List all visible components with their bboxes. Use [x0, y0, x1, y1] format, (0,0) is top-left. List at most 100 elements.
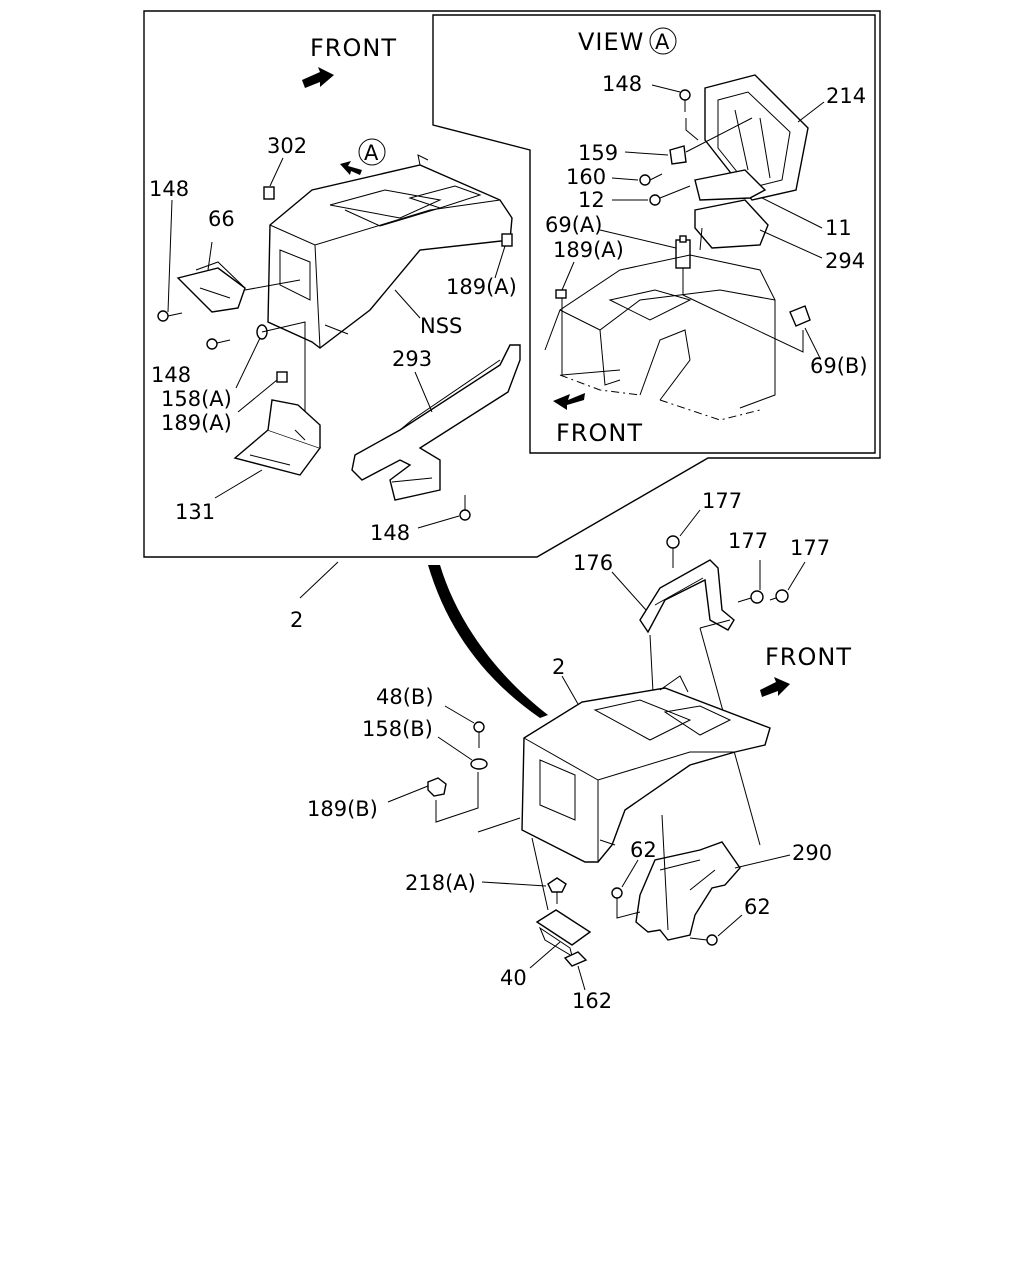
- leader-148-left: [167, 199, 173, 313]
- leader-131: [214, 469, 263, 499]
- callout-11: 11: [825, 216, 852, 240]
- leader-48b: [444, 705, 475, 724]
- leader-69a-to-69b: [682, 268, 804, 353]
- part-294-bracket: [694, 199, 769, 249]
- detail-connection-arrow: [428, 565, 548, 718]
- part-189a-clip-right: [501, 233, 513, 247]
- leader-160: [611, 177, 639, 181]
- view-marker-circle: [649, 27, 677, 55]
- callout-189b: 189(B): [307, 797, 378, 821]
- leader-69a: [599, 229, 677, 249]
- front-label-view: FRONT: [556, 419, 643, 447]
- leader-66-to-console: [244, 279, 301, 291]
- leader-2-top: [299, 561, 339, 599]
- part-302-clip: [263, 186, 275, 200]
- callout-40: 40: [500, 966, 527, 990]
- part-148-screw-bottom: [459, 495, 471, 521]
- callout-62-b: 62: [744, 895, 771, 919]
- part-159-clip: [669, 145, 687, 165]
- leader-158b: [437, 736, 473, 761]
- view-a-marker-circle: [358, 138, 386, 166]
- part-158b-washer: [470, 758, 488, 770]
- front-arrow-view-icon: [553, 393, 585, 410]
- part-290-bracket: [635, 841, 741, 941]
- leader-294: [759, 229, 823, 259]
- part-131-bracket: [233, 399, 322, 476]
- leader-62-a-2: [616, 911, 641, 919]
- callout-158a: 158(A): [161, 387, 232, 411]
- leader-290-up: [661, 814, 669, 931]
- callout-66: 66: [208, 207, 235, 231]
- part-148-screw-mid: [206, 338, 231, 350]
- leader-218a-up: [531, 837, 549, 911]
- leader-2-bottom: [561, 675, 579, 705]
- leader-177-c: [787, 561, 806, 591]
- leader-69b: [804, 327, 821, 359]
- part-189a-clip: [276, 371, 288, 383]
- callout-214: 214: [826, 84, 866, 108]
- callout-162: 162: [572, 989, 612, 1013]
- callout-290: 290: [792, 841, 832, 865]
- part-189a-clip-view: [555, 289, 567, 299]
- part-218a-clip: [547, 877, 567, 904]
- handle-176: [639, 559, 735, 634]
- callout-148-left: 148: [149, 177, 189, 201]
- console-view-a: [544, 254, 776, 421]
- callout-293: 293: [392, 347, 432, 371]
- view-a-arrow-icon: [340, 161, 362, 175]
- leader-62-b: [717, 914, 743, 937]
- part-293-duct: [351, 344, 521, 501]
- leader-162: [577, 965, 586, 991]
- part-148-screw-view: [679, 89, 691, 112]
- leader-293: [414, 371, 433, 413]
- front-label-bottom: FRONT: [765, 643, 852, 671]
- leader-189b: [387, 785, 429, 803]
- leader-290: [734, 854, 791, 869]
- callout-131: 131: [175, 500, 215, 524]
- part-48b-screw: [473, 721, 485, 748]
- leader-189a: [237, 379, 278, 413]
- part-189b-nut: [427, 777, 447, 797]
- leader-158b-to-console: [477, 817, 521, 833]
- part-214-tray: [704, 74, 809, 201]
- callout-148-bottom: 148: [370, 521, 410, 545]
- callout-177-c: 177: [790, 536, 830, 560]
- callout-158b: 158(B): [362, 717, 433, 741]
- callout-160: 160: [566, 165, 606, 189]
- part-148-screw-left: [157, 310, 183, 322]
- front-label-top: FRONT: [310, 34, 397, 62]
- leader-214: [797, 101, 825, 123]
- detail-frame: [143, 10, 881, 558]
- part-69a-connector: [675, 235, 691, 269]
- part-69b-connector: [789, 305, 811, 327]
- leader-302: [269, 157, 284, 187]
- center-console-assembly: [521, 675, 771, 863]
- callout-176: 176: [573, 551, 613, 575]
- callout-218a: 218(A): [405, 871, 476, 895]
- part-11-hinge: [694, 169, 767, 201]
- front-arrow-bottom-icon: [760, 677, 790, 697]
- view-title: VIEW: [578, 28, 644, 56]
- leader-294-down: [699, 227, 703, 251]
- callout-302: 302: [267, 134, 307, 158]
- callout-12: 12: [578, 188, 605, 212]
- leader-189b-to-console: [435, 772, 479, 823]
- front-arrow-top-icon: [302, 67, 334, 88]
- center-console-detail: [267, 154, 513, 349]
- part-62-bolt-a: [611, 887, 623, 912]
- leader-189a-view: [561, 261, 575, 291]
- leader-148-view: [651, 84, 681, 93]
- part-177-bolt-c: [769, 589, 789, 603]
- callout-189a-left: 189(A): [161, 411, 232, 435]
- view-marker-letter: A: [655, 30, 670, 54]
- part-12-screw: [649, 185, 691, 206]
- leader-176: [611, 571, 647, 611]
- leader-158a: [235, 337, 261, 389]
- leader-66: [207, 241, 213, 271]
- part-66-ashtray: [176, 261, 246, 313]
- callout-148-mid: 148: [151, 363, 191, 387]
- leader-159: [624, 151, 669, 156]
- callout-177-b: 177: [728, 529, 768, 553]
- callout-nss: NSS: [420, 314, 462, 338]
